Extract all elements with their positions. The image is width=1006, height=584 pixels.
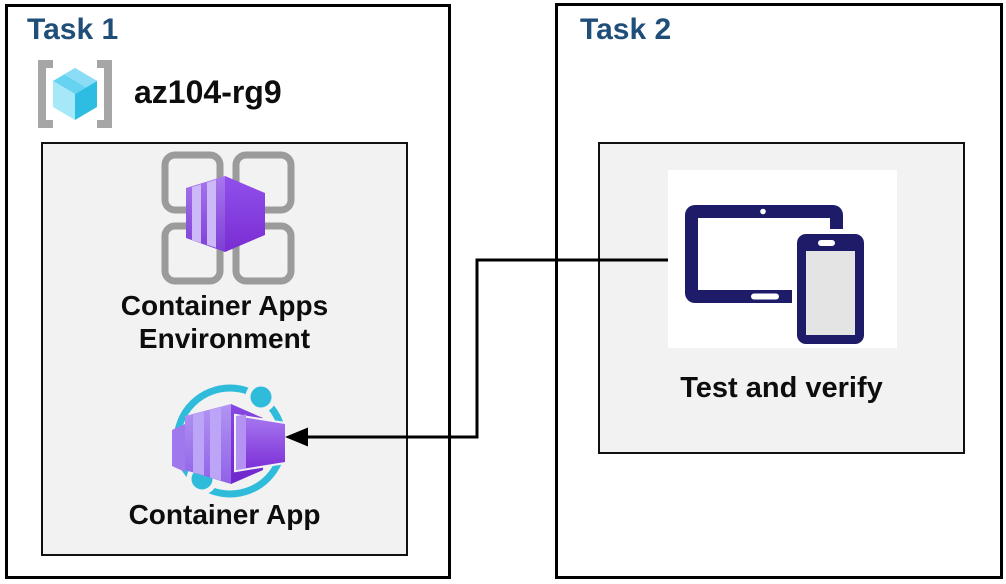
resource-group-icon xyxy=(38,60,112,128)
container-app-icon xyxy=(172,381,287,498)
environment-label: Container Apps Environment xyxy=(120,290,329,354)
container-app-label: Container App xyxy=(128,499,321,530)
container-apps-environment-icon xyxy=(161,151,295,285)
devices-icon xyxy=(685,205,869,347)
task1-title: Task 1 xyxy=(27,13,119,46)
devices-plate xyxy=(668,170,897,348)
resource-group-label: az104-rg9 xyxy=(134,74,282,110)
test-and-verify-label: Test and verify xyxy=(680,372,883,404)
task2-title: Task 2 xyxy=(580,13,672,46)
